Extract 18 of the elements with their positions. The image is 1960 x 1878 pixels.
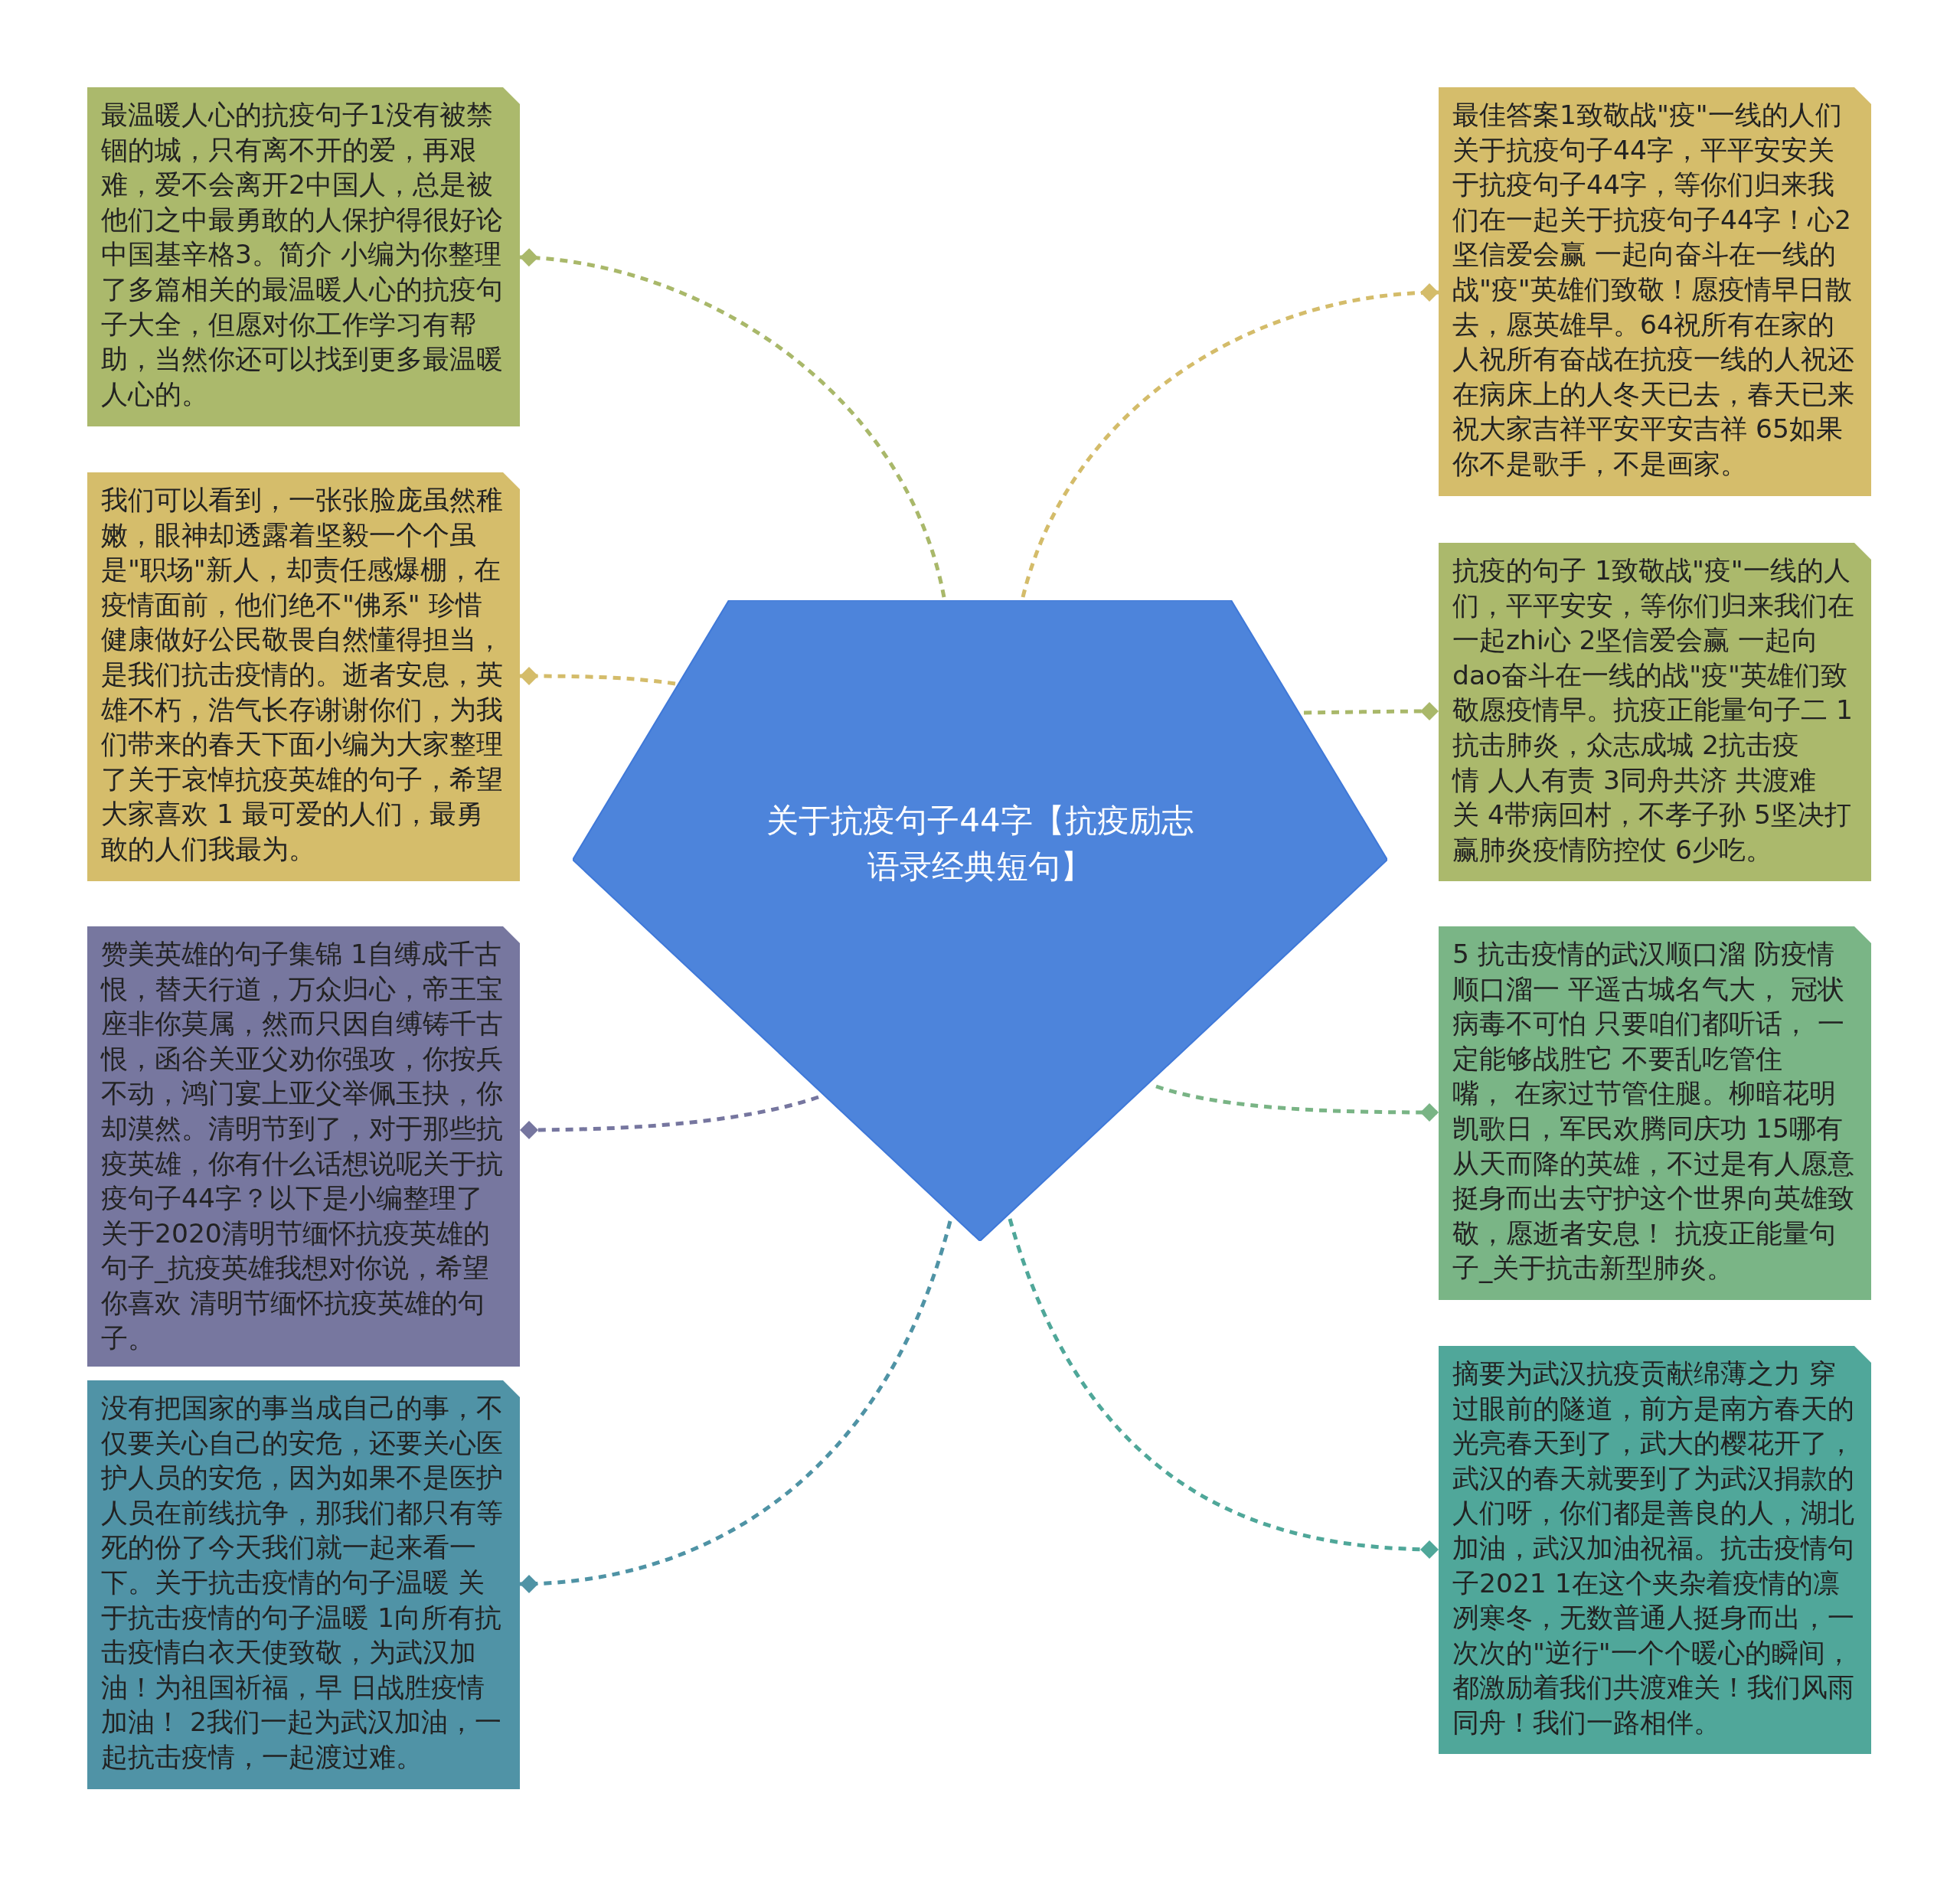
dashed-connector [519,1220,952,1593]
card-text: 没有把国家的事当成自己的事，不仅要关心自己的安危，还要关心医护人员的安危，因为如果不是医护人员在前线抗争，那我们都只有等死的份了今天我们就一起来看一下。关于抗击疫情的句子温暖 关于抗击疫情的句子温暖 1向所有抗击疫情白衣天使致敬，为武汉加油！为祖国祈福，早 日战胜疫情加油！ 2我们一起为武汉加油，一起抗击疫情，一起渡过难。 [101,1392,504,1774]
card-text: 我们可以看到，一张张脸庞虽然稚嫩，眼神却透露着坚毅一个个虽是"职场"新人，却责任感爆棚，在疫情面前，他们绝不"佛系" 珍惜健康做好公民敬畏自然懂得担当，是我们抗击疫情的。逝者安息，英雄不朽，浩气长存谢谢你们，为我们带来的春天下面小编为大家整理了关于哀悼抗疫英雄的句子，希望大家喜欢 1 最可爱的人们，最勇敢的人们我最为。 [101,484,504,866]
dashed-connector [520,1095,819,1139]
card-text: 抗疫的句子 1致敬战"疫"一线的人们，平平安安，等你们归来我们在一起zhi心 2坚信爱会赢 一起向dao奋斗在一线的战"疫"英雄们致敬愿疫情早。抗疫正能量句子二 1抗击肺炎，众志成城 2抗击疫情 人人有责 3同舟共济 共渡难关 4带病回村，不孝子孙 5坚决打赢肺炎疫情防控仗 6少吃。 [1452,554,1855,867]
card-text: 最温暖人心的抗疫句子1没有被禁锢的城，只有离不开的爱，再艰难，爱不会离开2中国人，总是被他们之中最勇敢的人保护得很好论中国基辛格3。简介 小编为你整理了多篇相关的最温暖人心的抗疫句子大全，但愿对你工作学习有帮助，当然你还可以找到更多最温暖人心的。 [101,99,504,411]
card-text: 最佳答案1致敬战"疫"一线的人们关于抗疫句子44字，平平安安关于抗疫句子44字，等你们归来我们在一起关于抗疫句子44字！心2坚信爱会赢 一起向奋斗在一线的战"疫"英雄们致敬！愿疫情早日散去，愿英雄早。64祝所有在家的人祝所有奋战在抗疫一线的人祝还在病床上的人冬天已去，春天已来祝大家吉祥平安平安吉祥 65如果你不是歌手，不是画家。 [1452,99,1855,481]
dashed-connector [1155,1084,1439,1122]
card-text: 5 抗击疫情的武汉顺口溜 防疫情顺口溜一 平遥古城名气大， 冠状病毒不可怕 只要咱们都听话， 一定能够战胜它 不要乱吃管住嘴， 在家过节管住腿。柳暗花明凯歌日，军民欢腾同庆功 15哪有从天而降的英雄，不过是有人愿意挺身而出去守护这个世界向英雄致敬，愿逝者安息！ 抗疫正能量句子_关于抗击新型肺炎。 [1452,938,1855,1285]
dashed-connector [520,667,676,686]
card-text: 摘要为武汉抗疫贡献绵薄之力 穿过眼前的隧道，前方是南方春天的光亮春天到了，武大的樱花开了，武汉的春天就要到了为武汉捐款的人们呀，你们都是善良的人，湖北加油，武汉加油祝福。抗击疫情句子2021 1在这个夹杂着疫情的凛冽寒冬，无数普通人挺身而出，一次次的"逆行"一个个暖心的瞬间，都激励着我们共渡难关！我们风雨同舟！我们一路相伴。 [1452,1357,1855,1739]
dashed-connector [1303,702,1439,720]
dashed-connector [519,248,946,598]
title-text: 关于抗疫句子44字【抗疫励志语录经典短句】 [766,801,1194,887]
pentagon-node [573,600,1387,1241]
dashed-connector [1008,1218,1439,1559]
card-text: 赞美英雄的句子集锦 1自缚成千古恨，替天行道，万众归心，帝王宝座非你莫属，然而只因自缚铸千古恨，函谷关亚父劝你强攻，你按兵不动，鸿门宴上亚父举佩玉抉，你却漠然。清明节到了，对于那些抗疫英雄，你有什么话想说呢关于抗疫句子44字？以下是小编整理了关于2020清明节缅怀抗疫英雄的句子_抗疫英雄我想对你说，希望你喜欢 清明节缅怀抗疫英雄的句子。 [101,938,504,1355]
dashed-connector [1021,283,1439,598]
